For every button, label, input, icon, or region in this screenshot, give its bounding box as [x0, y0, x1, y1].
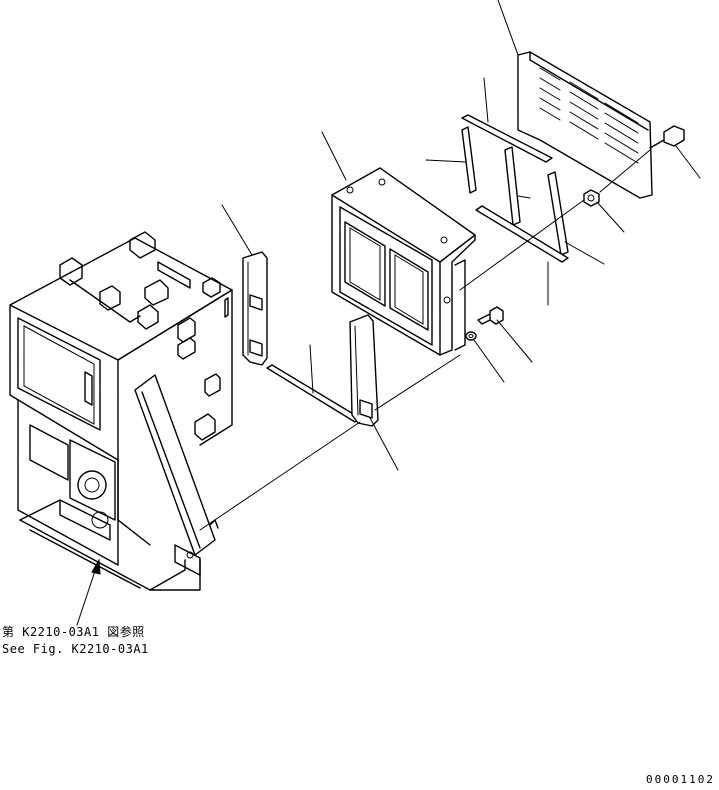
assembly-alignment-lines: [199, 149, 651, 531]
washer: [465, 331, 477, 341]
reference-arrow: [76, 558, 101, 626]
hex-nut: [583, 189, 600, 207]
box-frame: [331, 167, 476, 356]
drawing-code: 00001102: [646, 773, 715, 786]
louvered-grille-cover: [517, 51, 653, 199]
leader-lines: [221, 0, 701, 471]
right-vertical-bracket: [349, 314, 379, 427]
main-frame-housing: [9, 231, 233, 591]
horizontal-seal-strip: [266, 364, 361, 423]
seal-frame-set: [461, 114, 569, 263]
reference-note-english: See Fig. K2210-03A1: [2, 642, 149, 656]
left-vertical-bracket: [242, 251, 268, 366]
knob-bolt: [649, 125, 685, 149]
reference-note-japanese: 第 K2210-03A1 図参照: [2, 625, 145, 639]
hex-bolt: [477, 306, 504, 325]
